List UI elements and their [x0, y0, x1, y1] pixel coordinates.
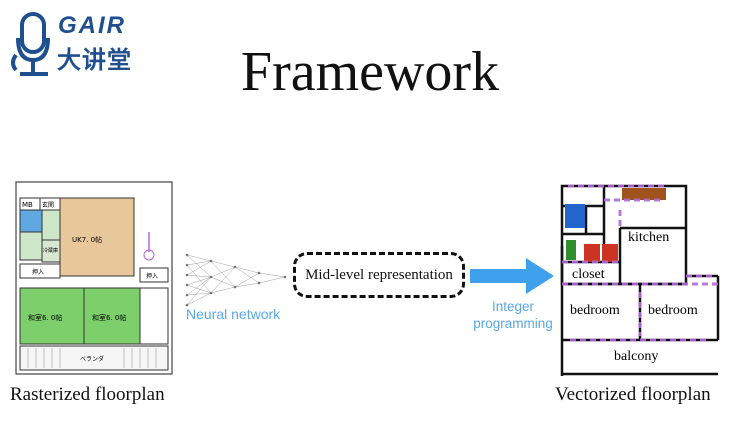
vector-balcony-label: balcony	[614, 349, 658, 364]
gair-logo-icon	[11, 12, 50, 76]
raster-entry-label: 玄関	[42, 201, 54, 209]
vectorized-caption: Vectorized floorplan	[555, 384, 711, 405]
raster-mb-label: MB	[22, 201, 33, 209]
rasterized-caption: Rasterized floorplan	[10, 384, 165, 405]
raster-closet-label-right: 押入	[146, 272, 158, 280]
raster-kitchen-label: UK7. 0帖	[72, 235, 102, 244]
rasterized-floorplan-image: MB 玄関 冷蔵庫 UK7. 0帖 押入 押入 和室6. 0帖 和室6. 0帖 …	[15, 181, 173, 375]
mid-level-representation-box: Mid-level representation	[293, 252, 465, 298]
vector-kitchen-label: kitchen	[628, 230, 669, 245]
logo-latin-text: GAIR	[58, 12, 126, 39]
raster-room-right-label: 和室6. 0帖	[92, 313, 126, 322]
vectorized-floorplan-image: kitchen closet bedroom bedroom balcony	[560, 184, 720, 376]
neural-network-label: Neural network	[186, 306, 281, 322]
vector-bedroom-left-label: bedroom	[570, 303, 620, 318]
neural-network-icon	[185, 253, 287, 307]
raster-fridge-label: 冷蔵庫	[43, 247, 58, 254]
integer-programming-line2: programming	[473, 316, 553, 331]
raster-room-left-label: 和室6. 0帖	[28, 313, 62, 322]
logo-cjk-text: 大讲堂	[57, 46, 132, 74]
slide-title: Framework	[240, 41, 500, 103]
raster-balcony-label: ベランダ	[80, 355, 104, 363]
integer-programming-line1: Integer	[491, 299, 535, 314]
raster-closet-label-left: 押入	[32, 268, 44, 276]
integer-programming-label: Integer programming	[466, 298, 560, 332]
vector-closet-label: closet	[572, 267, 605, 282]
mid-level-representation-label: Mid-level representation	[305, 266, 453, 283]
vector-bedroom-right-label: bedroom	[648, 303, 698, 318]
right-arrow-icon	[470, 258, 554, 294]
